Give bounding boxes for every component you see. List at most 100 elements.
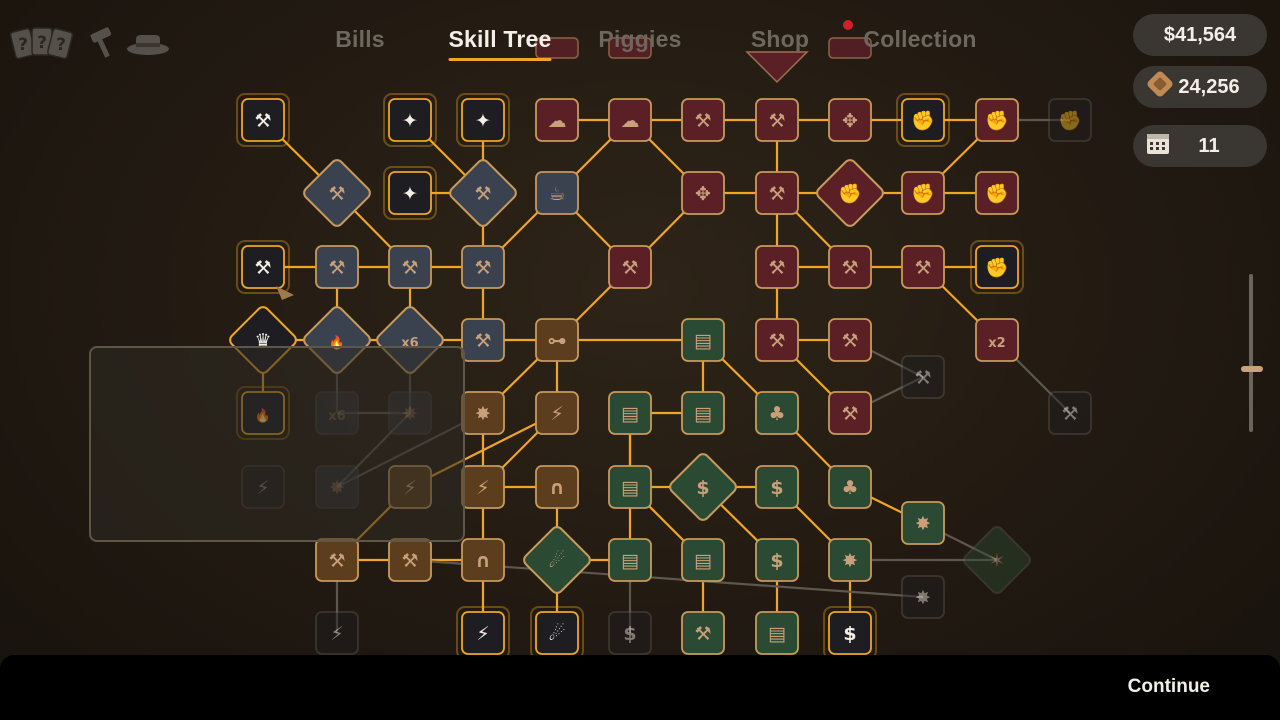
skill-node-m5[interactable]: ⚒ <box>755 98 799 142</box>
skill-node-g26[interactable]: ⚡ <box>315 611 359 655</box>
skill-node-g24[interactable]: ✸ <box>828 538 872 582</box>
skill-node-b14[interactable]: ⚒ <box>461 318 505 362</box>
skill-node-m12[interactable]: ✊ <box>815 158 886 229</box>
skill-node-g28[interactable]: ☄ <box>530 606 584 655</box>
tab-bills[interactable]: Bills <box>335 26 385 52</box>
skill-node-g17[interactable]: ⚒ <box>315 538 359 582</box>
skill-node-m2[interactable]: ☁ <box>608 98 652 142</box>
skill-node-glyph: $ <box>770 477 783 499</box>
skill-node-b1[interactable]: ⚒ <box>236 93 290 147</box>
skill-node-g13[interactable]: $ <box>755 465 799 509</box>
skill-node-m22[interactable]: x2 <box>975 318 1019 362</box>
skill-node-b10[interactable]: ⚒ <box>461 245 505 289</box>
skill-node-glyph: ✊ <box>985 183 1009 205</box>
skill-node-glyph: ▤ <box>694 330 712 352</box>
skill-tooltip-panel <box>89 346 465 542</box>
skill-node-g18[interactable]: ⚒ <box>388 538 432 582</box>
skill-node-m11[interactable]: ⚒ <box>755 171 799 215</box>
skill-node-g20[interactable]: ☄ <box>522 525 593 596</box>
skill-node-glyph: ⚒ <box>474 330 491 352</box>
skill-node-g11[interactable]: ▤ <box>608 465 652 509</box>
skill-node-g3[interactable]: ✸ <box>461 391 505 435</box>
skill-node-m1[interactable]: ☁ <box>535 98 579 142</box>
skill-node-b8[interactable]: ⚒ <box>315 245 359 289</box>
skill-node-glyph: ⚒ <box>914 257 931 279</box>
skill-node-b9[interactable]: ⚒ <box>388 245 432 289</box>
skill-node-m23[interactable]: ⚒ <box>901 355 945 399</box>
skill-node-m17[interactable]: ⚒ <box>828 245 872 289</box>
skill-node-m8[interactable]: ✊ <box>975 98 1019 142</box>
skill-node-m15[interactable]: ⚒ <box>608 245 652 289</box>
skill-node-g7[interactable]: ♣ <box>755 391 799 435</box>
skill-node-b6[interactable]: ⚒ <box>448 158 519 229</box>
skill-node-m21[interactable]: ⚒ <box>828 318 872 362</box>
skill-node-glyph: ✊ <box>838 183 862 205</box>
skill-node-b4[interactable]: ⚒ <box>302 158 373 229</box>
skill-node-b3[interactable]: ✦ <box>456 93 510 147</box>
skill-node-glyph: ✸ <box>842 550 858 572</box>
skill-node-glyph: ∩ <box>475 550 490 572</box>
skill-node-glyph: ⚒ <box>768 110 785 132</box>
skill-node-g32[interactable]: $ <box>823 606 877 655</box>
skill-node-m25[interactable]: ⚒ <box>1048 391 1092 435</box>
skill-node-glyph: ▤ <box>694 550 712 572</box>
skill-node-m18[interactable]: ⚒ <box>901 245 945 289</box>
zoom-slider-handle[interactable] <box>1241 366 1263 372</box>
skill-node-m19[interactable]: ✊ <box>970 240 1024 294</box>
money-display: $41,564 <box>1133 14 1267 56</box>
skill-node-g10[interactable]: ∩ <box>535 465 579 509</box>
skill-node-g19[interactable]: ∩ <box>461 538 505 582</box>
continue-button[interactable]: Continue <box>1127 676 1210 697</box>
skill-node-glyph: ⚒ <box>768 257 785 279</box>
skill-node-m14[interactable]: ✊ <box>975 171 1019 215</box>
skill-node-g9[interactable]: ⚡ <box>461 465 505 509</box>
skill-node-glyph: ⚒ <box>328 257 345 279</box>
skill-node-glyph: ⚒ <box>841 257 858 279</box>
tab-piggies[interactable]: Piggies <box>598 26 682 52</box>
skill-node-g5[interactable]: ▤ <box>681 391 725 435</box>
skill-node-glyph: ⚡ <box>550 403 563 425</box>
skill-node-g23[interactable]: $ <box>755 538 799 582</box>
tab-skill-tree[interactable]: Skill Tree <box>448 26 552 61</box>
skill-node-g6[interactable]: ▤ <box>608 391 652 435</box>
skill-node-m13[interactable]: ✊ <box>901 171 945 215</box>
zoom-slider-track[interactable] <box>1249 274 1253 432</box>
skill-node-m16[interactable]: ⚒ <box>755 245 799 289</box>
skill-node-g1[interactable]: ⊶ <box>535 318 579 362</box>
skill-node-g16[interactable]: ✶ <box>962 525 1033 596</box>
skill-node-b2[interactable]: ✦ <box>383 93 437 147</box>
skill-node-glyph: ⚒ <box>328 183 345 205</box>
skill-node-glyph: ⚡ <box>330 623 343 645</box>
skill-node-g22[interactable]: ▤ <box>681 538 725 582</box>
skill-node-m4[interactable]: ⚒ <box>681 98 725 142</box>
skill-node-g29[interactable]: $ <box>608 611 652 655</box>
skill-node-m6[interactable]: ✥ <box>828 98 872 142</box>
hat-icon[interactable] <box>124 27 172 64</box>
skill-node-m3[interactable]: ☕ <box>535 171 579 215</box>
skill-node-glyph: ✶ <box>989 550 1005 572</box>
skill-node-g27[interactable]: ⚡ <box>456 606 510 655</box>
svg-text:?: ? <box>56 35 66 55</box>
skill-tree-canvas[interactable]: ⚒✦✦⚒✦⚒⚒⚒⚒⚒♛🔥x6⚒🔥x6✸✸⚡☁☁☕⚒⚒✥✊✊✊✥⚒✊✊✊⚒⚒⚒⚒✊… <box>0 0 1280 655</box>
skill-node-g31[interactable]: ▤ <box>755 611 799 655</box>
skill-node-b5[interactable]: ✦ <box>383 166 437 220</box>
skill-node-g21[interactable]: ▤ <box>608 538 652 582</box>
skill-node-m9[interactable]: ✊ <box>1048 98 1092 142</box>
skill-node-m7[interactable]: ✊ <box>896 93 950 147</box>
skill-node-g15[interactable]: ✸ <box>901 501 945 545</box>
skill-node-g14[interactable]: ♣ <box>828 465 872 509</box>
skill-node-glyph: ⚒ <box>1061 403 1078 425</box>
skill-node-g12[interactable]: $ <box>668 452 739 523</box>
hammer-icon[interactable] <box>88 26 116 65</box>
skill-node-m20[interactable]: ⚒ <box>755 318 799 362</box>
tab-collection[interactable]: Collection <box>863 26 977 52</box>
skill-node-m10[interactable]: ✥ <box>681 171 725 215</box>
skill-node-g2[interactable]: ▤ <box>681 318 725 362</box>
cards-icon[interactable]: ??? <box>9 22 80 69</box>
skill-node-g30[interactable]: ⚒ <box>681 611 725 655</box>
skill-node-g25[interactable]: ✸ <box>901 575 945 619</box>
skill-node-m24[interactable]: ⚒ <box>828 391 872 435</box>
skill-node-g4[interactable]: ⚡ <box>535 391 579 435</box>
skill-node-b7[interactable]: ⚒ <box>236 240 290 294</box>
tab-shop[interactable]: Shop <box>750 26 810 52</box>
